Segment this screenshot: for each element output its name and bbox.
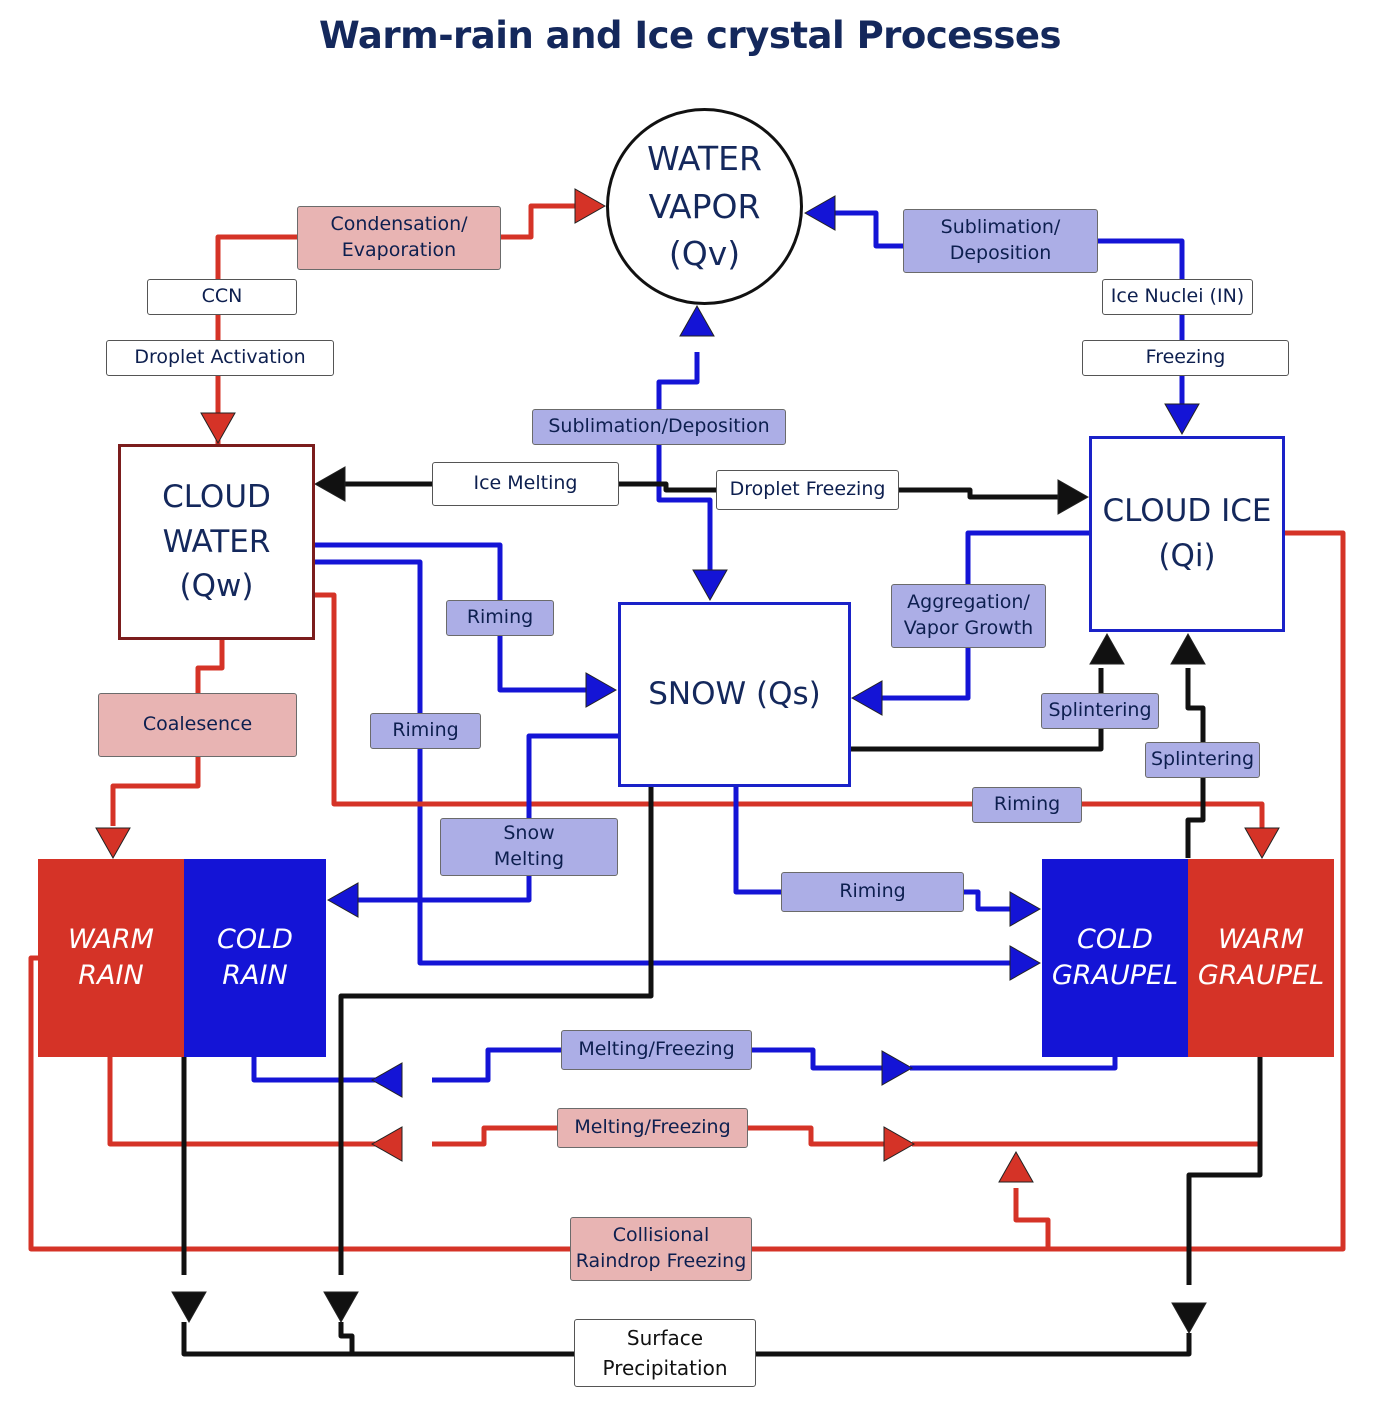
droplet-activation-arrowhead <box>200 412 236 445</box>
sublimation-deposition-top-label: Sublimation/ Deposition <box>903 209 1098 273</box>
riming-label-3: Riming <box>972 787 1082 823</box>
graupel-precip-arrowhead <box>1171 1302 1207 1335</box>
condensation-arrowhead <box>574 188 607 224</box>
melting-freezing-blue-right-edge <box>751 1047 882 1071</box>
melting-freezing-red-left-edge <box>107 1057 402 1147</box>
melting-freezing-blue-label: Melting/Freezing <box>561 1030 752 1070</box>
cloud-ice-node: CLOUD ICE (Qi) <box>1089 436 1285 632</box>
droplet-freezing-label: Droplet Freezing <box>716 470 899 510</box>
droplet-freezing-arrowhead <box>1057 479 1090 515</box>
riming-label-1: Riming <box>446 600 554 636</box>
droplet-freezing-edge <box>898 487 1058 500</box>
cold-rain-precip-arrowhead <box>171 1291 207 1324</box>
sublimation-mid-up-arrowhead <box>679 304 715 337</box>
sublimation-top-arrowhead <box>803 195 836 231</box>
cold-rain-node: COLD RAIN <box>184 859 326 1057</box>
collisional-left-edge <box>28 955 571 1252</box>
melting-freezing-red-left-arrowhead <box>370 1126 403 1162</box>
freezing-arrowhead <box>1164 403 1200 436</box>
melting-freezing-blue-right-arrowhead <box>881 1050 914 1086</box>
sublimation-mid-up-edge <box>656 352 700 410</box>
riming-4-edge <box>733 786 782 895</box>
ccn-label: CCN <box>147 279 297 315</box>
ice-melting-arrowhead <box>313 466 346 502</box>
melting-freezing-red-right-arrowhead <box>883 1126 916 1162</box>
freezing-label: Freezing <box>1082 340 1289 376</box>
sublimation-top-edge <box>835 210 905 249</box>
riming-3-edge <box>315 592 1265 830</box>
melting-freezing-red-label: Melting/Freezing <box>557 1108 748 1148</box>
water-vapor-node: WATER VAPOR (Qv) <box>606 108 803 305</box>
melting-freezing-blue-mid-edge <box>432 1047 562 1083</box>
riming-4-arrowhead <box>1009 891 1042 927</box>
splintering-1-arrowhead <box>1089 632 1125 665</box>
warm-graupel-node: WARM GRAUPEL <box>1188 859 1334 1057</box>
snow-melting-label: Snow Melting <box>440 818 618 876</box>
melting-freezing-red-mid-edge <box>432 1125 558 1147</box>
surface-collector-edge <box>181 1322 575 1357</box>
melting-freezing-blue-graupel-edge <box>910 1057 1118 1071</box>
splintering-label-1: Splintering <box>1041 693 1159 729</box>
coalescence-arrowhead <box>95 827 131 860</box>
condensation-evaporation-label: Condensation/ Evaporation <box>297 206 501 270</box>
riming-label-2: Riming <box>370 713 481 749</box>
riming-1-arrowhead <box>585 672 618 708</box>
surface-precipitation-node: Surface Precipitation <box>574 1319 756 1387</box>
cloud-water-node: CLOUD WATER (Qw) <box>118 444 315 640</box>
condensation-to-vapor-edge <box>500 203 575 240</box>
diagram-title: Warm-rain and Ice crystal Processes <box>318 14 1062 57</box>
aggregation-vapor-growth-label: Aggregation/ Vapor Growth <box>891 584 1046 648</box>
coalescence-label: Coalesence <box>98 693 297 757</box>
ice-melting-link-edge <box>619 481 717 493</box>
cold-graupel-node: COLD GRAUPEL <box>1042 859 1188 1057</box>
ice-melting-label: Ice Melting <box>432 462 619 506</box>
collisional-raindrop-freezing-label: Collisional Raindrop Freezing <box>570 1217 752 1281</box>
warm-rain-node: WARM RAIN <box>38 859 184 1057</box>
snow-melting-arrowhead <box>326 882 359 918</box>
surface-collector-mid-edge <box>338 1322 355 1354</box>
collisional-arrowhead <box>998 1150 1034 1183</box>
riming-2-arrowhead <box>1009 945 1042 981</box>
riming-3-arrowhead <box>1244 827 1280 860</box>
splintering-label-2: Splintering <box>1145 742 1260 778</box>
ice-nuclei-label: Ice Nuclei (IN) <box>1102 279 1253 315</box>
sublimation-mid-down-edge <box>656 445 713 570</box>
snow-precip-arrowhead <box>323 1291 359 1324</box>
sublimation-mid-down-arrowhead <box>692 569 728 602</box>
collisional-right-edge <box>751 1188 1051 1252</box>
cloud-ice-outer-edge <box>1048 530 1346 1252</box>
aggregation-arrowhead <box>850 680 883 716</box>
snow-precip-edge <box>338 786 654 1275</box>
splintering-2-arrowhead <box>1170 632 1206 665</box>
ice-nuclei-edge <box>1097 238 1185 406</box>
melting-freezing-blue-left-edge <box>251 1057 402 1083</box>
sublimation-deposition-mid-label: Sublimation/Deposition <box>532 409 786 445</box>
graupel-precip-edge <box>1186 1057 1263 1285</box>
melting-freezing-blue-left-arrowhead <box>370 1062 403 1098</box>
riming-label-4: Riming <box>781 872 964 912</box>
riming-2-edge <box>315 559 1010 966</box>
droplet-activation-label: Droplet Activation <box>106 340 334 376</box>
snow-node: SNOW (Qs) <box>618 602 851 787</box>
surface-collector-right-edge <box>756 1333 1192 1357</box>
riming-4-link-edge <box>963 889 1010 912</box>
melting-freezing-red-right-edge <box>747 1125 884 1147</box>
